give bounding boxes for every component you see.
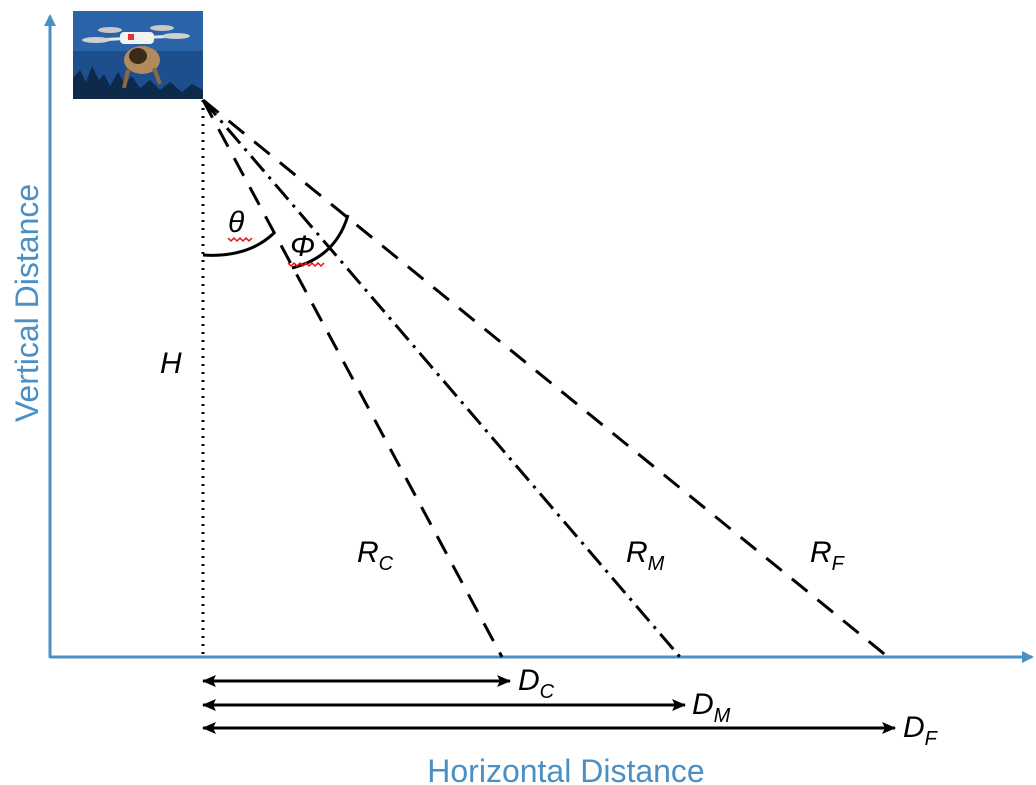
ray-close-label: RC [357,536,394,575]
distance-far-label: DF [903,711,939,750]
ray-far [202,98,889,659]
ray-far-label: RF [810,536,846,575]
ray-middle [201,99,682,658]
ray-close [201,99,504,658]
height-label: H [160,347,182,380]
theta-arc [202,231,276,257]
distance-middle-label: DM [692,688,731,727]
ray-middle-label: RM [626,536,665,575]
drone-photo-icon [73,11,203,99]
phi-arc [291,214,350,270]
phi-underline [287,261,325,268]
distance-close-label: DC [518,664,555,703]
theta-underline [227,236,253,243]
x-axis-title: Horizontal Distance [427,753,704,785]
phi-symbol: Φ [290,230,315,263]
theta-symbol: θ [228,206,245,239]
y-axis-title: Vertical Distance [9,184,45,422]
